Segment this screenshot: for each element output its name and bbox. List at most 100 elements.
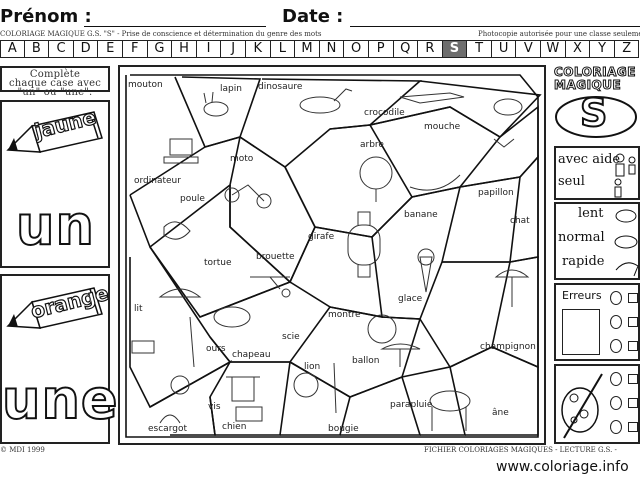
crayon-yellow-icon [6, 111, 103, 153]
alphabet-letter: S [442, 40, 468, 58]
word-label: chien [222, 422, 246, 432]
alphabet-letter: L [270, 40, 296, 58]
word-label: banane [404, 210, 438, 220]
word-label: escargot [148, 424, 187, 434]
word-label: poule [180, 194, 205, 204]
pictograms [131, 88, 530, 431]
title-row: Prénom : Date : [0, 6, 640, 30]
subtitle-line: COLORIAGE MAGIQUE G.S. "S" - Prise de co… [0, 30, 640, 40]
photocopy-text: Photocopie autorisée pour une classe seu… [478, 30, 640, 38]
checkbox[interactable] [628, 398, 638, 408]
crayon-orange-icon [6, 287, 103, 329]
alphabet-letter: G [147, 40, 173, 58]
prenom-field[interactable] [84, 26, 266, 27]
animals-speed-icon [614, 209, 639, 277]
normal-label: normal [558, 230, 605, 245]
alphabet-letter: I [196, 40, 222, 58]
series-text: COLORIAGE MAGIQUE G.S. "S" - Prise de co… [0, 30, 322, 38]
errors-panel: Erreurs [554, 283, 640, 361]
alphabet-letter: W [541, 40, 566, 58]
instruction-line-1: Complète [29, 69, 81, 80]
word-label: lion [304, 362, 320, 372]
alphabet-letter: Y [590, 40, 615, 58]
face-icon [610, 339, 622, 353]
legend-un-panel: jaune un [0, 100, 110, 268]
alphabet-letter: Q [393, 40, 419, 58]
alphabet-letter: P [368, 40, 394, 58]
logo-letter: S [579, 90, 608, 136]
face-icon [610, 291, 622, 305]
word-label: champignon [480, 342, 536, 352]
legend-une-panel: orange une [0, 274, 119, 444]
word-label: arbre [360, 140, 384, 150]
footer-series: FICHIER COLORIAGES MAGIQUES - LECTURE G.… [424, 446, 617, 454]
word-label: glace [398, 294, 423, 304]
date-label: Date : [282, 6, 344, 27]
face-icon [610, 420, 622, 434]
instruction-box: Complète chaque case avec "un" ou "une". [0, 66, 110, 98]
word-label: vis [208, 402, 221, 412]
logo-line-1: COLORIAGE [554, 65, 636, 80]
word-label: mouton [128, 80, 163, 90]
alphabet-letter: N [319, 40, 345, 58]
alphabet-letter: J [221, 40, 246, 58]
word-label: moto [230, 154, 254, 164]
alphabet-letter: R [418, 40, 443, 58]
people-icon [614, 153, 636, 198]
word-label: parapluie [390, 400, 433, 410]
alphabet-letter: F [122, 40, 148, 58]
logo: COLORIAGE MAGIQUE S [552, 65, 640, 145]
word-label: montre [328, 310, 361, 320]
word-label: crocodile [364, 108, 405, 118]
alphabet-letter: A [0, 40, 25, 58]
speed-panel: lent normal rapide [554, 202, 640, 280]
footer-website: www.coloriage.info [496, 459, 629, 475]
face-icon [610, 315, 622, 329]
word-label: lapin [220, 84, 242, 94]
alphabet-letter: O [344, 40, 369, 58]
date-field[interactable] [350, 26, 640, 27]
help-panel: avec aide seul [554, 146, 640, 200]
instruction-line-3: "un" ou "une". [17, 87, 93, 98]
logo-badge [555, 96, 637, 138]
legend-une-article: une [1, 367, 119, 432]
word-label: mouche [424, 122, 461, 132]
slow-label: lent [578, 206, 604, 221]
alphabet-letter: M [295, 40, 320, 58]
word-label: ballon [352, 356, 379, 366]
errors-title: Erreurs [562, 289, 602, 302]
footer-copyright: © MDI 1999 [0, 446, 45, 454]
word-label: dinosaure [258, 82, 303, 92]
face-icon [610, 372, 622, 386]
alphabet-letter: V [516, 40, 542, 58]
checkbox[interactable] [628, 422, 638, 432]
palette-icon [561, 373, 603, 439]
checkbox[interactable] [628, 293, 638, 303]
logo-line-2: MAGIQUE [553, 78, 622, 93]
word-label: lit [134, 304, 143, 314]
instruction-line-2: chaque case avec [8, 78, 102, 89]
alphabet-letter: C [49, 40, 74, 58]
word-label: brouette [256, 252, 295, 262]
word-label: scie [282, 332, 300, 342]
word-label: chapeau [232, 350, 271, 360]
face-icon [610, 396, 622, 410]
alphabet-letter: K [245, 40, 271, 58]
alphabet-letter: Z [614, 40, 640, 58]
alphabet-letter: D [73, 40, 99, 58]
alphabet-letter: T [467, 40, 492, 58]
fast-label: rapide [562, 254, 605, 269]
alphabet-letter: E [98, 40, 123, 58]
checkbox[interactable] [628, 374, 638, 384]
checkbox[interactable] [628, 341, 638, 351]
word-label: chat [510, 216, 530, 226]
alphabet-letter: U [491, 40, 517, 58]
word-label: papillon [478, 188, 514, 198]
checkbox[interactable] [628, 317, 638, 327]
legend-un-article: un [15, 193, 95, 258]
errors-count-box[interactable] [562, 309, 600, 355]
word-label: âne [492, 408, 509, 418]
